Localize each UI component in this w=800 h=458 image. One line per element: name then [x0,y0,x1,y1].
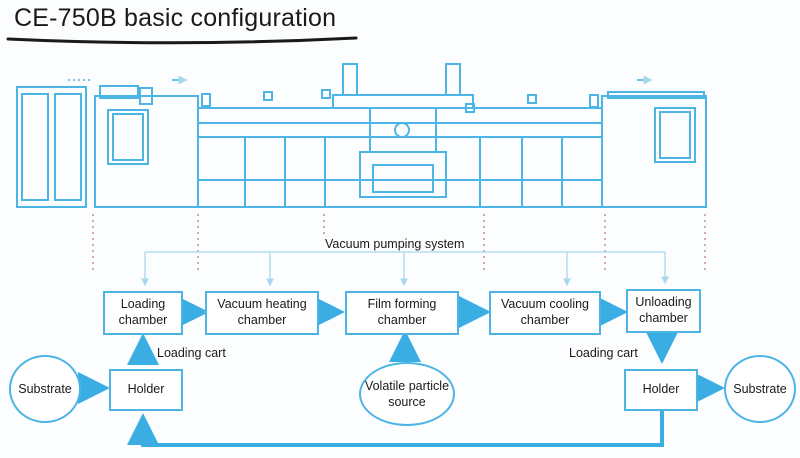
right-holder-box: Holder [624,369,698,411]
film-forming-chamber-label: Film forming chamber [367,297,437,327]
unloading-chamber-label: Unloading chamber [635,295,692,325]
loading-chamber-box: Loading chamber [103,291,183,335]
vacuum-cooling-chamber-label: Vacuum cooling chamber [500,297,589,327]
vacuum-lines [141,251,669,287]
right-substrate-label: Substrate [733,381,787,396]
machine-drawing [16,63,707,208]
vacuum-heating-chamber-label: Vacuum heating chamber [217,297,307,327]
loading-chamber-label: Loading chamber [118,297,168,327]
right-loading-cart-label: Loading cart [569,346,638,360]
left-holder-box: Holder [109,369,183,411]
vacuum-cooling-chamber-box: Vacuum cooling chamber [489,291,601,335]
volatile-particle-source-label: Volatile particle source [364,378,450,409]
flow-arrows [78,296,725,447]
right-substrate-circle: Substrate [724,355,796,423]
title-underline [6,36,358,45]
dotted-dividers [92,214,706,272]
unloading-chamber-box: Unloading chamber [626,289,701,333]
left-substrate-circle: Substrate [9,355,81,423]
volatile-particle-source-circle: Volatile particle source [359,362,455,426]
vacuum-heating-chamber-box: Vacuum heating chamber [205,291,319,335]
left-loading-cart-label: Loading cart [157,346,226,360]
film-forming-chamber-box: Film forming chamber [345,291,459,335]
left-holder-label: Holder [127,382,165,397]
vacuum-pumping-label: Vacuum pumping system [322,237,468,251]
page-title: CE-750B basic configuration [14,4,337,32]
left-substrate-label: Substrate [18,381,72,396]
right-holder-label: Holder [642,382,680,397]
